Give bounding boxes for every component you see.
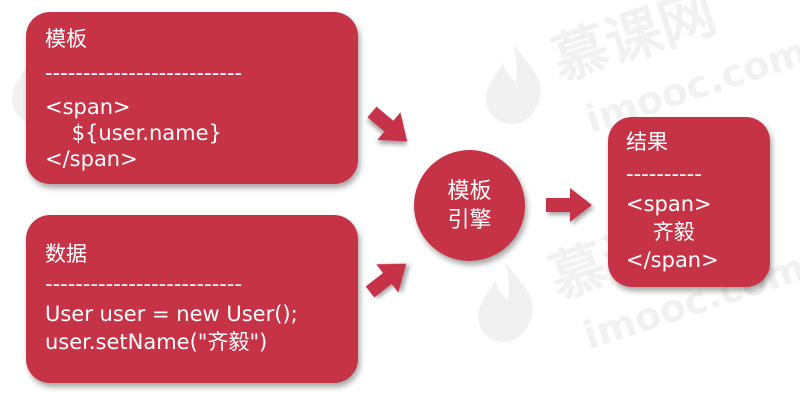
template-code-line: ${user.name} [45, 121, 222, 145]
template-divider: -------------------------- [45, 61, 243, 85]
result-box: 结果 ---------- <span> 齐毅 </span> [608, 117, 770, 287]
template-engine-node: 模板 引擎 [414, 150, 525, 261]
arrow-engine-to-result [546, 188, 592, 222]
template-box: 模板 -------------------------- <span> ${u… [26, 12, 358, 184]
result-title: 结果 [626, 130, 668, 154]
result-code-line: 齐毅 [626, 220, 695, 244]
arrow-data-to-engine [365, 263, 407, 298]
data-code-line: user.setName("齐毅") [45, 330, 268, 354]
data-code-line: User user = new User(); [45, 302, 298, 326]
data-box: 数据 -------------------------- User user … [26, 215, 358, 383]
template-code-line: </span> [45, 147, 138, 171]
result-code-line: <span> [626, 192, 712, 216]
template-code-line: <span> [45, 95, 131, 119]
data-divider: -------------------------- [45, 272, 243, 296]
engine-label-line2: 引擎 [447, 208, 492, 233]
result-divider: ---------- [626, 162, 702, 186]
engine-label-line1: 模板 [447, 179, 492, 204]
data-title: 数据 [45, 242, 87, 266]
template-title: 模板 [45, 27, 87, 51]
result-code-line: </span> [626, 248, 719, 272]
arrow-template-to-engine [367, 106, 408, 142]
